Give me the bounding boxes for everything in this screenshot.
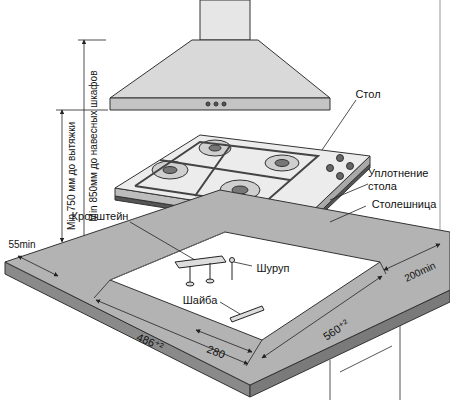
bracket-assembly bbox=[175, 256, 264, 322]
dimension: 55min bbox=[8, 239, 35, 251]
base-cabinet bbox=[330, 326, 400, 400]
dimension: 200min bbox=[403, 260, 438, 284]
dimension: 486⁺² bbox=[135, 331, 166, 354]
countertop bbox=[5, 190, 450, 397]
dimension: 280 bbox=[205, 343, 227, 362]
leader-lines bbox=[130, 100, 368, 314]
part-name: Шайба bbox=[183, 294, 218, 307]
dimension: 560⁺² bbox=[321, 317, 351, 343]
part-name: Кронштейн bbox=[72, 210, 129, 223]
cutout-dimensions bbox=[18, 244, 440, 366]
height-dimension: Min 850мм до навесных шкафов bbox=[88, 71, 100, 222]
cooker-hood bbox=[110, 0, 330, 110]
part-name: Стол bbox=[355, 88, 380, 101]
part-name: Шуруп bbox=[257, 262, 290, 275]
part-name: Столешница bbox=[372, 198, 437, 211]
part-name: Уплотнение стола bbox=[368, 167, 440, 192]
